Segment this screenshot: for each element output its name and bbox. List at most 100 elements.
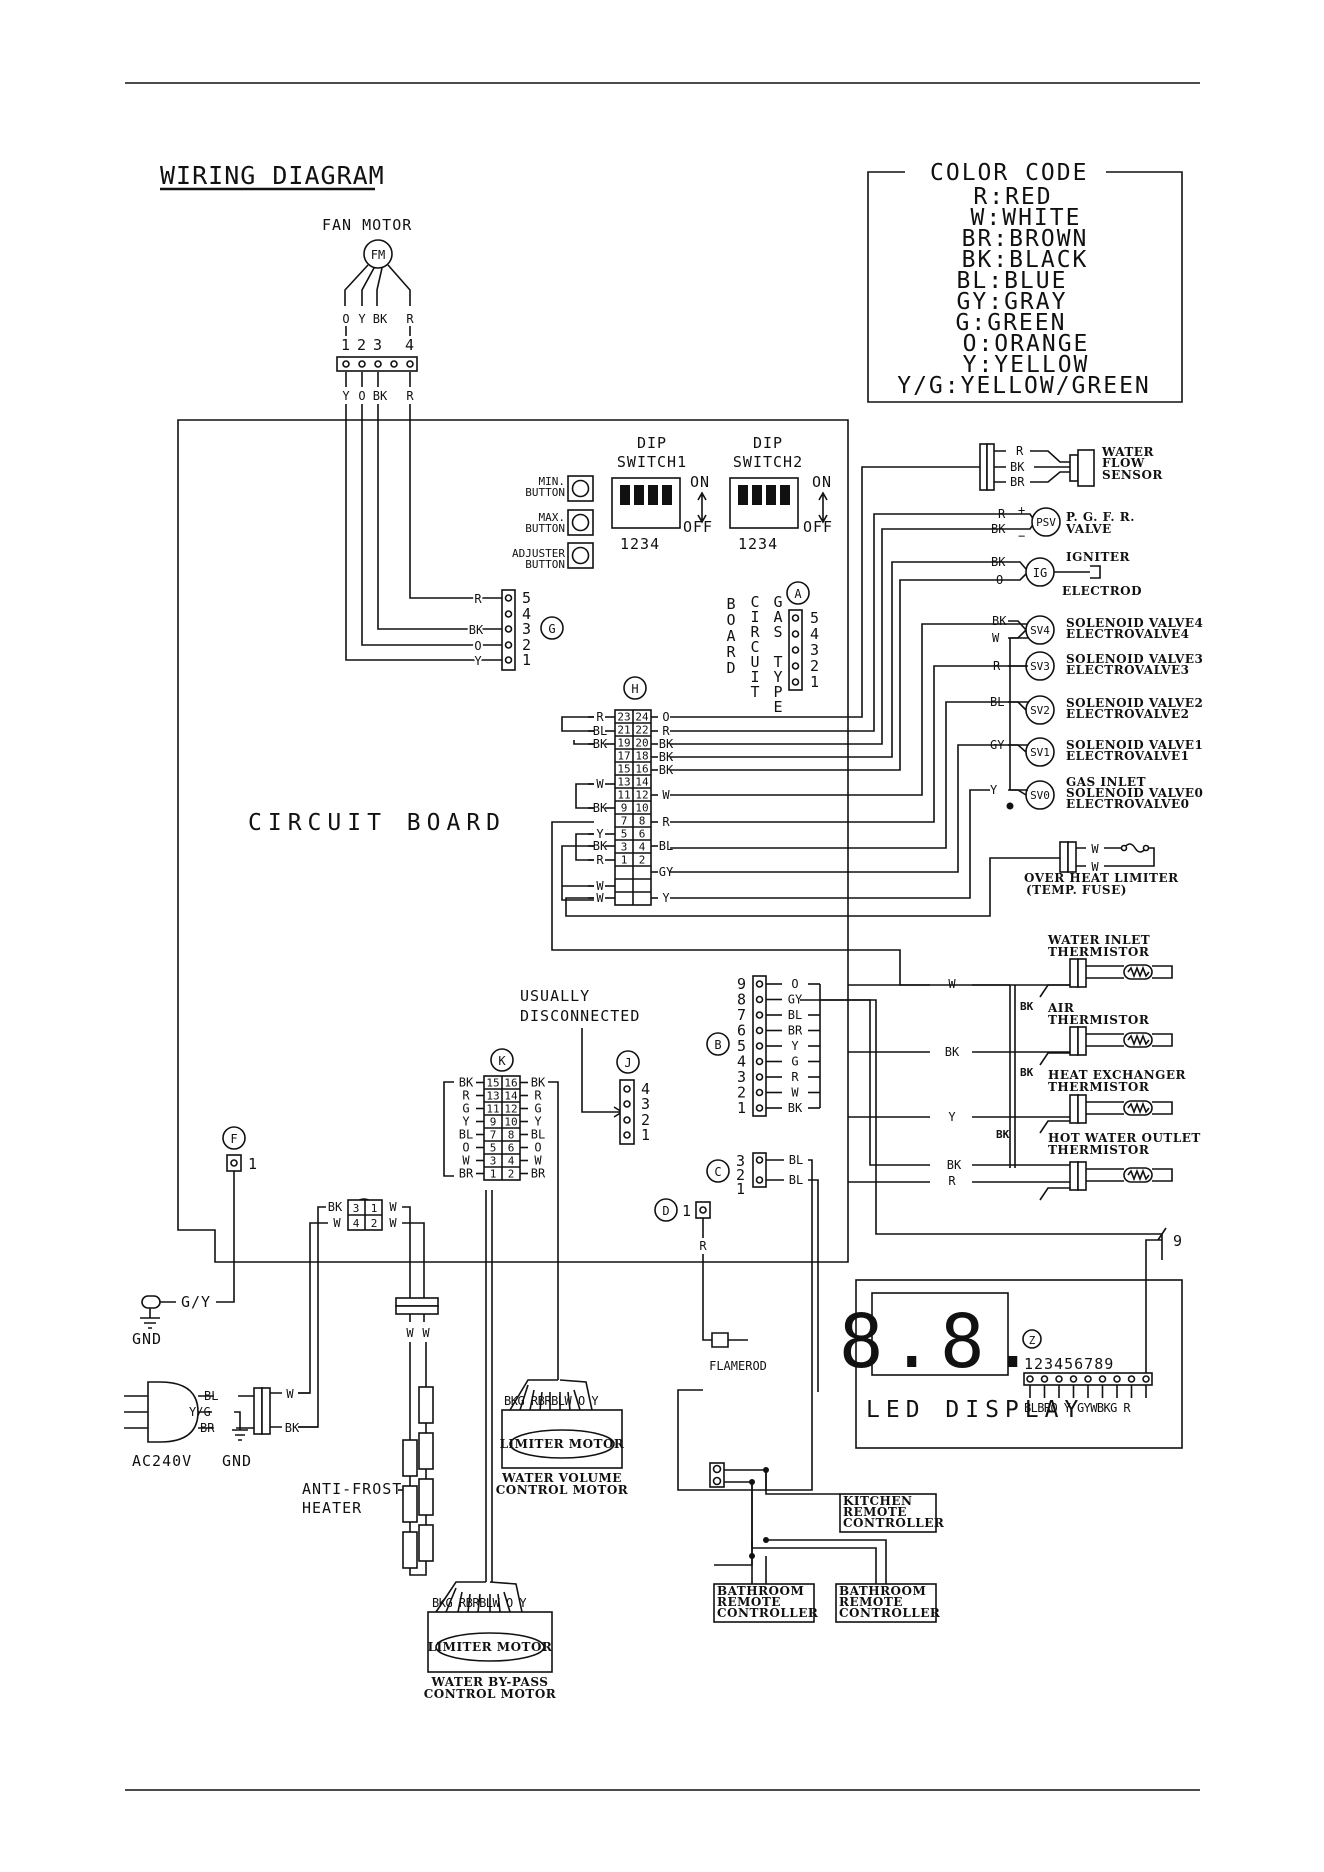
pin-number: 23 [617,711,630,724]
wire-label: BK [285,1421,300,1435]
pin-number: 4 [353,1217,360,1230]
wire-label: BR [459,1167,474,1181]
circuit-board-outline [177,419,849,1263]
wire-label: BK [531,1076,546,1090]
pin-number: 16 [635,763,648,776]
solenoid-valve-label: SOLENOID VALVE2 [1066,696,1203,710]
over-heat-label: (TEMP. FUSE) [1026,883,1127,897]
pin-number: 16 [504,1077,517,1090]
dip-switch-2-title: SWITCH2 [733,453,803,471]
wire-label: R [662,724,670,738]
bathroom-remote-controller-2[interactable]: BATHROOM REMOTE CONTROLLER [835,1583,941,1623]
wire-label: BK [788,1101,803,1115]
pin-number: 1 [490,1168,497,1181]
wire-label: R [699,1239,707,1253]
wire-label: BK [328,1200,343,1214]
wire-label: O [474,639,481,653]
wire-label: BL [459,1128,473,1142]
pin-number: 15 [486,1077,499,1090]
bathroom-remote-controller-1[interactable]: BATHROOM REMOTE CONTROLLER [713,1583,819,1623]
pin-number: 9 [490,1116,497,1129]
wire-label: W [389,1200,397,1214]
pin-number: 1 [522,651,532,669]
adjuster-button-label: BUTTON [525,558,565,571]
wire-label: BR [1010,475,1025,489]
pin-number: 13 [486,1090,499,1103]
wire-label: W [1091,860,1099,874]
thermistor-label: THERMISTOR [1048,945,1150,959]
pin-number: 4 [641,1080,651,1098]
limiter-motor-text: LIMITER MOTOR [428,1640,553,1654]
pin-number: 4 [508,1155,515,1168]
water-flow-sensor-label: FLOW [1102,456,1145,470]
wire-label: BR [200,1421,215,1435]
wire-label: BL [204,1389,218,1403]
color-code-entry: BL:BLUE [957,268,1068,294]
pin-number: 14 [504,1090,518,1103]
vertical-label: BOARD [722,595,740,675]
dip-switch-1-title: DIP [637,434,667,452]
pin-number: 3 [810,641,820,659]
thermistors: WATER INLET THERMISTOR AIR THERMISTOR HE… [945,933,1200,1201]
bk-mark: BK [1020,1066,1034,1079]
wire-label: Y/G [189,1405,211,1419]
dip-on-label: ON [690,473,710,491]
psv-label: P. G. F. R. [1066,510,1135,524]
pin-number: 4 [639,841,646,854]
wire-label: R [662,815,670,829]
dip-switch-2[interactable]: DIP SWITCH2 ON OFF 1234 [729,434,833,553]
dip-switch-1[interactable]: DIP SWITCH1 ON OFF 1234 [611,434,713,553]
usually-label: DISCONNECTED [520,1007,640,1025]
min-button-label: MIN. [539,475,566,488]
remote-label: REMOTE [717,1595,781,1609]
pin-number: 3 [736,1152,746,1170]
pin-number: 1 [736,1180,746,1198]
wire-label: R [791,1070,799,1084]
connector-f: F 1 G/Y GND [132,1126,257,1348]
thermistor-label: THERMISTOR [1048,1143,1150,1157]
pin-number: 24 [635,711,649,724]
thermistor-label: WATER INLET [1047,933,1150,947]
button-group: MIN. BUTTON MAX. BUTTON ADJUSTER BUTTON [512,475,594,571]
connector-c: C 3 2 1 BL BL [677,1152,819,1491]
vertical-label: GAS TYPE [769,593,787,713]
kitchen-remote-controller[interactable]: KITCHEN REMOTE CONTROLLER [839,1493,945,1533]
wire-label: G/Y [181,1293,211,1311]
pin-number: 21 [617,724,630,737]
wire-label: Y [534,1115,542,1129]
connector-j: USUALLY DISCONNECTED J 4 3 2 1 [520,987,651,1145]
wire-label: W [596,879,604,893]
pin-number: 2 [371,1217,378,1230]
gnd-label: GND [222,1452,252,1470]
wire-label: W [534,1154,542,1168]
dip-off-label: OFF [803,518,833,536]
water-flow-sensor-label: WATER [1101,445,1154,459]
over-heat-limiter: W W OVER HEAT LIMITER (TEMP. FUSE) [1024,841,1179,897]
pin-number: 6 [508,1142,515,1155]
solenoid-valve-symbol-text: SV0 [1030,789,1050,802]
wire-label: R [462,1089,470,1103]
wire-label: W [791,1086,799,1100]
color-code-entry: Y/G:YELLOW/GREEN [897,373,1151,399]
solenoid-valve-label: SOLENOID VALVE0 [1066,786,1203,800]
igniter-label: IGNITER [1066,550,1131,564]
limiter-bypass-label: CONTROL MOTOR [424,1687,557,1701]
wire-label: BK [659,737,674,751]
pin-number: 3 [621,841,628,854]
wire-label: W [406,1326,414,1340]
remote-terminal [709,1462,725,1488]
wire-label: O [342,312,349,326]
dip-numbers: 1234 [738,535,778,553]
pin-number: 17 [617,750,630,763]
connector-letter: D [662,1204,669,1218]
wire-label: BK [469,623,484,637]
psv-label: VALVE [1065,522,1112,536]
pin-number: 10 [635,802,648,815]
dip-off-label: OFF [683,518,713,536]
solenoid-valve-symbol-text: SV2 [1030,704,1050,717]
wire-label: W [1091,842,1099,856]
remote-label: CONTROLLER [839,1606,941,1620]
connector-letter: H [631,682,638,696]
pin-number: 3 [353,1202,360,1215]
